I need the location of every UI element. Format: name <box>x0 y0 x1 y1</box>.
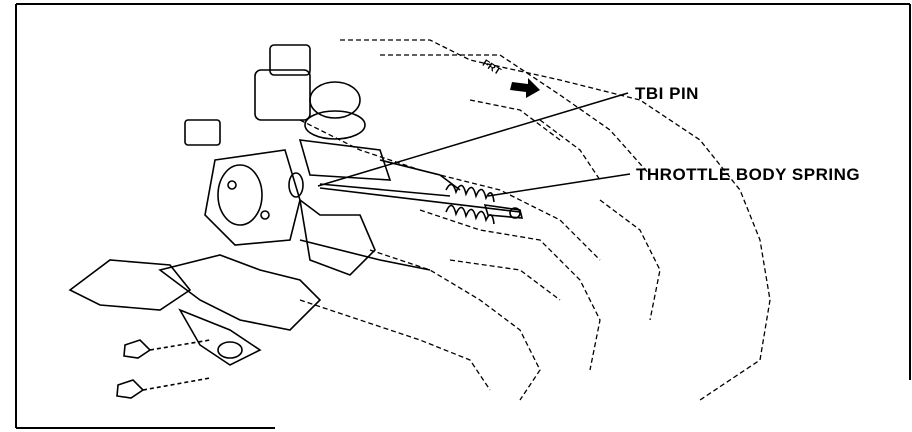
engine-outline <box>299 39 771 401</box>
leader-lines <box>317 92 631 197</box>
tbi-pin-leader <box>317 92 629 187</box>
throttle-spring-leader <box>487 173 631 197</box>
throttle-body-assembly <box>68 44 461 366</box>
throttle-body-spring-label: THROTTLE BODY SPRING <box>636 165 861 184</box>
diagram-frame <box>15 3 911 429</box>
bolts <box>116 339 211 399</box>
throttle-body-spring-drawing <box>319 183 524 225</box>
front-direction-arrow <box>510 78 540 98</box>
tbi-pin-label: TBI PIN <box>635 84 699 103</box>
